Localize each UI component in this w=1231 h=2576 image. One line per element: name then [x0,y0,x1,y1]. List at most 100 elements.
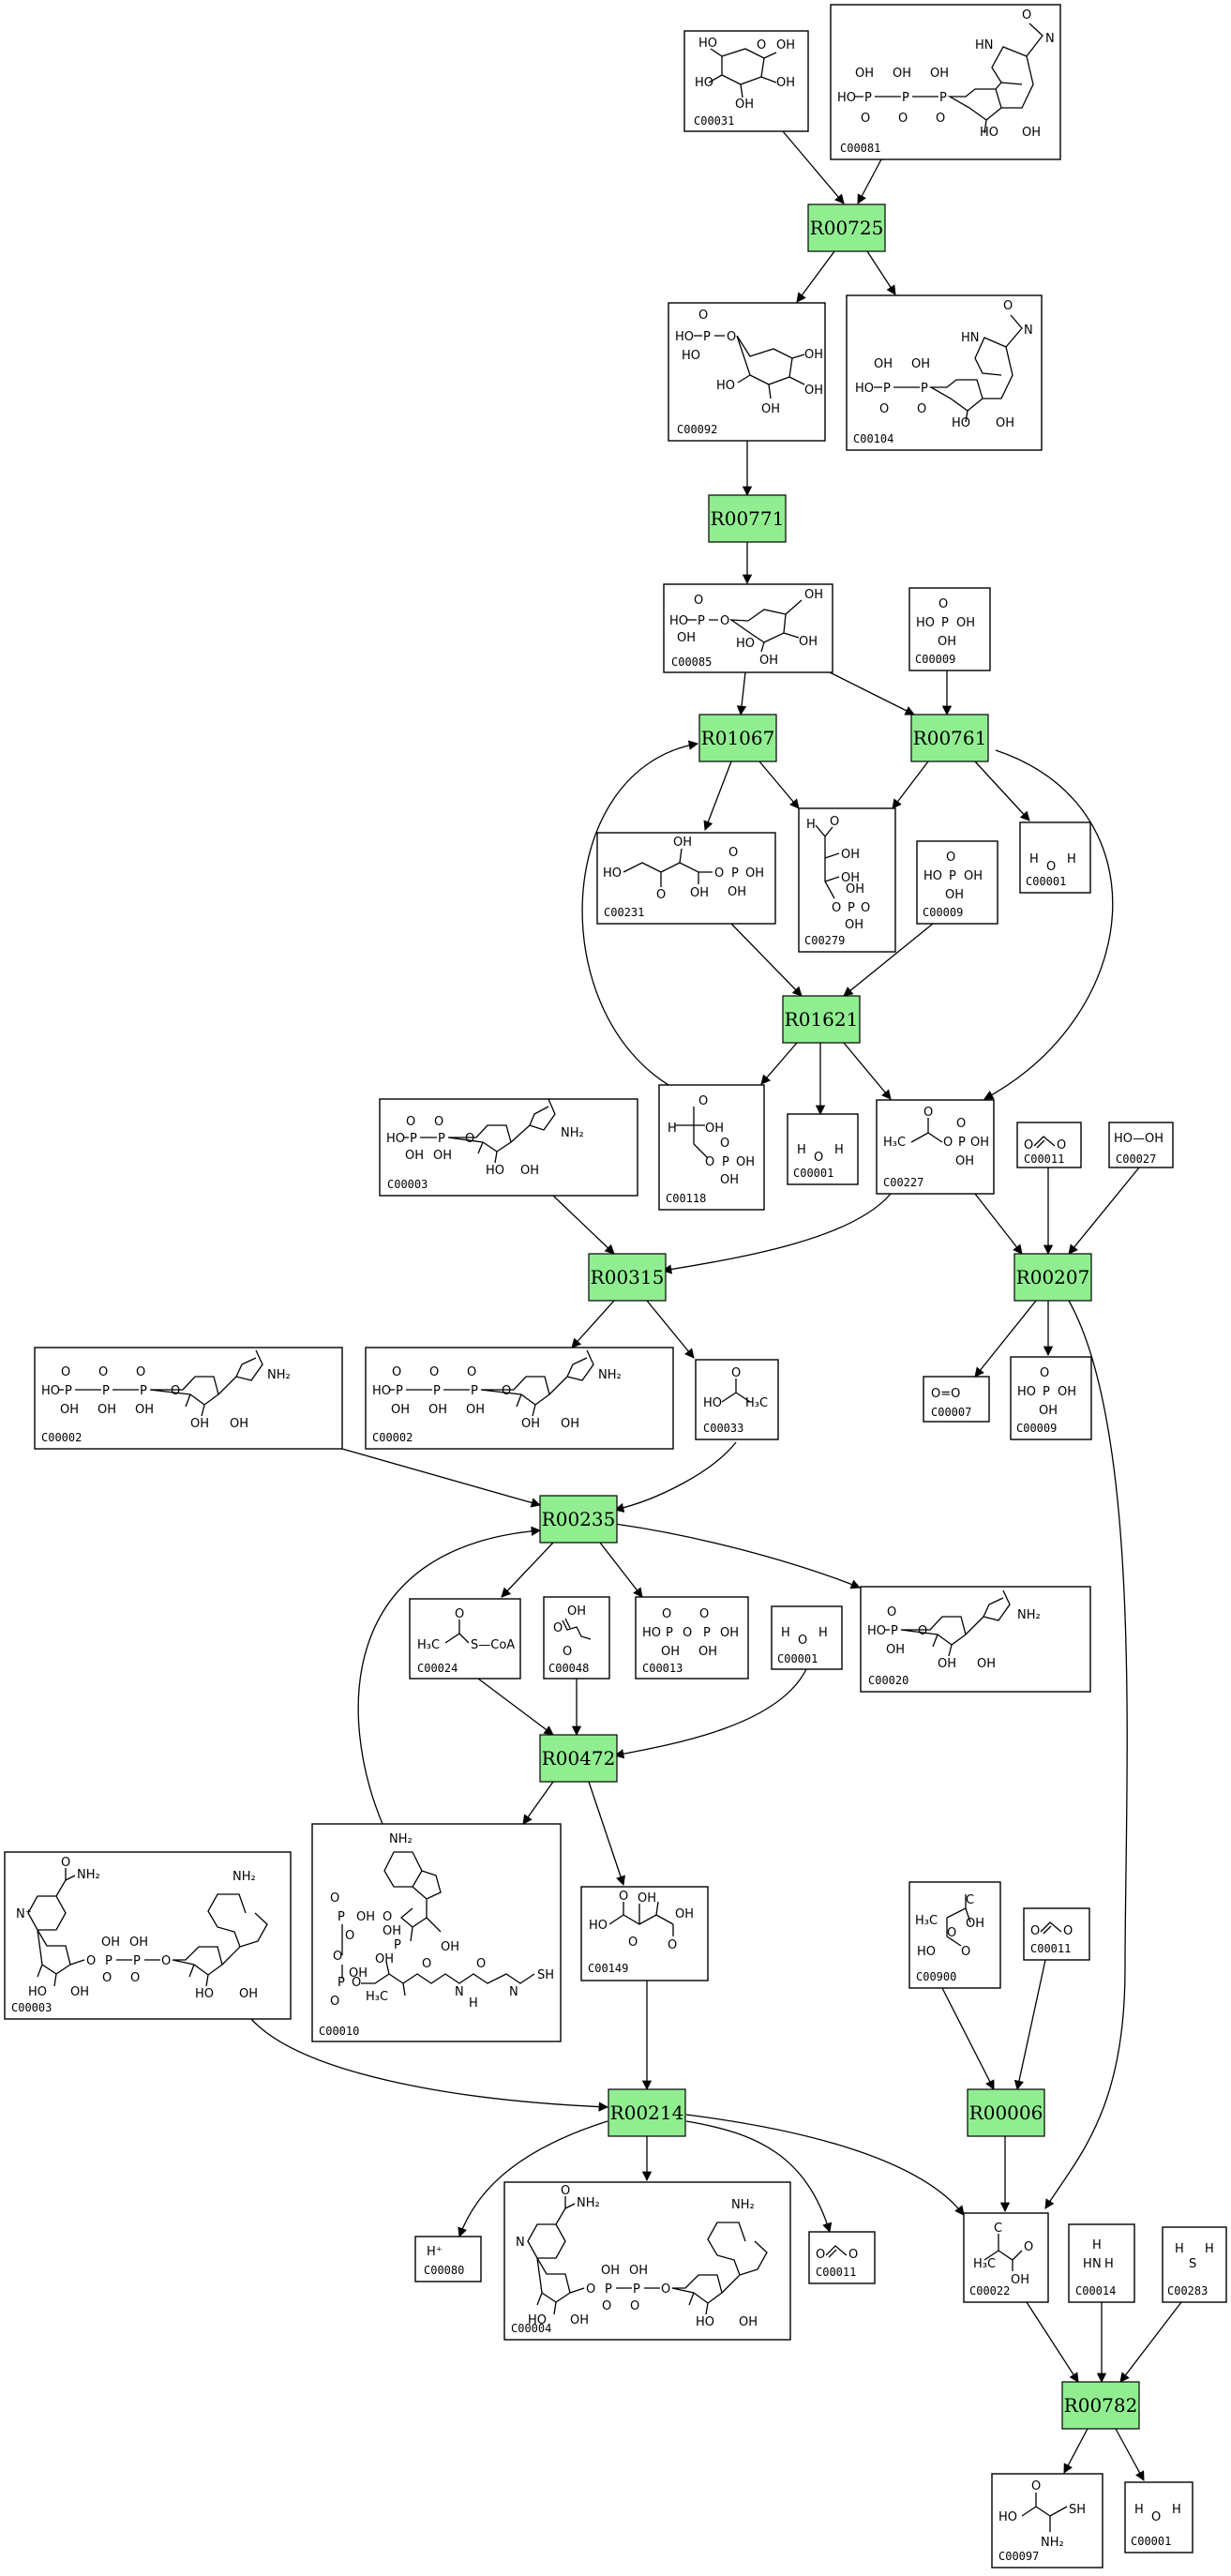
atom-label: O [628,1936,638,1950]
atom-label: O [330,1995,339,2009]
edge-r00472-c00149 [588,1781,625,1886]
compound-c00009-a[interactable]: HO P OH O OH C00009 [908,587,991,671]
compound-label: C00003 [387,1178,428,1191]
compound-c00009-b[interactable]: HO P OH O OH C00009 [916,840,998,925]
compound-c00001-a[interactable]: H O H C00001 [1019,821,1091,894]
compound-c00024[interactable]: H₃C O S—CoA C00024 [409,1598,521,1680]
compound-c00092[interactable]: HO P O HO O OH OH HO OH C00092 [668,302,826,442]
reaction-r00782[interactable]: R00782 [1061,2381,1140,2430]
compound-c00001-c[interactable]: H O H C00001 [771,1605,843,1670]
atom-label: P [471,1384,478,1398]
compound-c00001-d[interactable]: H O H C00001 [1124,2481,1193,2553]
atom-label: OH [966,1917,984,1931]
atom-label: O [467,1365,476,1379]
atom-label: NH₂ [1041,2536,1064,2550]
atom-label: N [516,2236,525,2250]
compound-label: C00013 [642,1662,683,1675]
reaction-r00214[interactable]: R00214 [608,2088,686,2137]
atom-label: O [61,1856,70,1870]
atom-label: H [1083,2257,1092,2271]
reaction-r00315[interactable]: R00315 [588,1253,667,1302]
atom-label: H₃C [883,1136,906,1150]
atom-label: OH [638,1891,656,1906]
atom-label: P [605,2282,612,2297]
reaction-r01621[interactable]: R01621 [782,995,861,1044]
compound-c00022[interactable]: C H₃C O OH C00022 [963,2212,1049,2303]
atom-label: O [86,1954,96,1968]
atom-label: O [161,1954,171,1968]
atom-label: OH [60,1403,79,1417]
reaction-r00771[interactable]: R00771 [708,494,787,543]
atom-label: OH [230,1417,248,1431]
molecule-structure [383,1851,442,1942]
atom-label: P [338,1910,345,1924]
compound-c00283[interactable]: H S H C00283 [1162,2226,1227,2303]
atom-label: O [961,1945,970,1959]
atom-label: SH [1069,2503,1086,2517]
edge-r00207-c00022 [1044,1300,1128,2209]
compound-c00001-b[interactable]: H O H C00001 [787,1113,859,1185]
reaction-label: R00782 [1064,2394,1138,2417]
atom-label: O [720,614,729,628]
compound-c00149[interactable]: HO O OH OH O O C00149 [580,1886,709,1981]
compound-c00231[interactable]: HO O OH OH O P OH O OH C00231 [596,832,776,925]
reaction-label: R00725 [810,217,884,239]
compound-c00118[interactable]: O H OH O P OH O OH C00118 [658,1084,765,1211]
compound-c00011-b[interactable]: O O C00011 [1023,1907,1090,1961]
atom-label: O [798,1634,807,1648]
atom-label: O [683,1626,692,1640]
compound-c00227[interactable]: H₃C O O P OH O OH C00227 [876,1099,995,1195]
atom-label: HO [916,616,935,630]
compound-c00007[interactable]: O=O C00007 [923,1376,990,1423]
compound-c00104[interactable]: HO P P OH OH O O O HN N HO OH C00104 [846,294,1043,451]
compound-c00009-c[interactable]: HO P OH O OH C00009 [1010,1356,1092,1440]
compound-c00279[interactable]: H O OH OH O P OH O OH C00279 [798,807,896,953]
compound-c00048[interactable]: OH O O C00048 [543,1596,610,1680]
reaction-r00761[interactable]: R00761 [910,714,989,762]
compound-c00002-b[interactable]: HO P P P O O O OH OH OH O NH₂ OH OH C000… [365,1347,674,1450]
reaction-r01067[interactable]: R01067 [698,714,777,762]
atom-label: OH [135,1403,154,1417]
compound-c00004[interactable]: O NH₂ N HO OH O P P OH OH O O O NH₂ HO O… [503,2181,791,2341]
compound-c00085[interactable]: HO P O OH O OH OH HO OH C00085 [663,583,833,673]
edge-c00024-r00472 [477,1678,554,1736]
compound-label: C00001 [1026,875,1066,888]
atom-label: N [1045,32,1055,46]
reaction-r00472[interactable]: R00472 [539,1734,618,1783]
atom-label: OH [375,1952,394,1966]
atom-label: O [1031,2479,1041,2493]
atom-label: O [898,112,908,126]
atom-label: OH [846,882,864,896]
atom-label: O [1151,2510,1161,2524]
compound-c00033[interactable]: HO O H₃C C00033 [695,1359,779,1440]
compound-c00014[interactable]: H H N H C00014 [1068,2223,1135,2303]
reaction-r00207[interactable]: R00207 [1013,1253,1092,1302]
compound-label: C00004 [511,2322,551,2335]
compound-c00900[interactable]: H₃C OH C HO O O C00900 [908,1881,1001,1989]
reaction-r00725[interactable]: R00725 [807,203,886,252]
atom-label: HO [703,1396,722,1410]
compound-c00010[interactable]: NH₂ O P O O O P O O OH OH OH P OH OH H₃C… [311,1823,562,2042]
compound-c00081[interactable]: HO P P P OH OH OH O O O O HN N HO OH C00… [830,4,1061,160]
edge-c00900-r00006 [941,1987,995,2090]
compound-c00031[interactable]: O OH OH HO OH HO C00031 [683,30,809,132]
reaction-r00235[interactable]: R00235 [539,1495,618,1544]
reaction-box [782,995,861,1044]
compound-c00002-a[interactable]: HO P P P O O O OH OH OH O NH₂ OH OH C000… [34,1347,343,1450]
compound-c00097[interactable]: O HO SH NH₂ C00097 [991,2473,1103,2568]
compound-c00003-a[interactable]: HO P P O O OH OH O NH₂ HO OH C00003 [379,1098,638,1197]
compound-c00080[interactable]: H⁺ C00080 [414,2236,482,2282]
molecule-structure [116,1893,268,1987]
compound-c00003-b[interactable]: O NH₂ N⁺ HO OH O P P OH OH O O O NH₂ HO … [4,1851,292,2020]
reaction-r00006[interactable]: R00006 [967,2088,1045,2137]
atom-label: O [816,2248,825,2262]
compound-c00027[interactable]: HO—OH C00027 [1108,1122,1174,1168]
atom-label: O [698,1094,708,1108]
reaction-label: R00214 [610,2101,684,2124]
compound-c00011-a[interactable]: O O C00011 [1016,1122,1082,1168]
atom-label: HO [386,1132,405,1146]
compound-c00013[interactable]: HO P P OH O O OH OH O C00013 [635,1596,749,1680]
compound-c00011-c[interactable]: O O C00011 [808,2231,876,2284]
molecule-structure [616,2222,768,2315]
compound-c00020[interactable]: HO P O OH O NH₂ OH OH C00020 [860,1586,1091,1693]
